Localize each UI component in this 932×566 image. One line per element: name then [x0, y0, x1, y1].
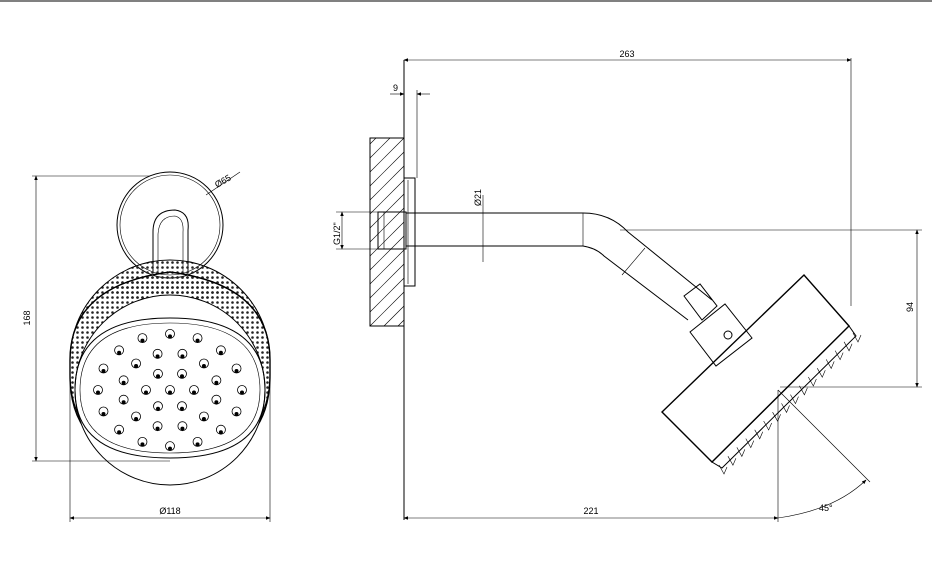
- hatch-line: [369, 277, 405, 313]
- nozzle-tooth: [754, 429, 764, 440]
- nozzle-tooth: [825, 359, 835, 370]
- hatch-line: [369, 193, 405, 229]
- nozzle-tip: [168, 334, 172, 339]
- dim-head-diameter: Ø118: [159, 506, 180, 516]
- hatch-line: [369, 249, 405, 285]
- nozzle-tooth: [799, 385, 808, 396]
- hatch-line: [369, 263, 405, 299]
- wall-section: [369, 137, 405, 327]
- nozzle-tip: [168, 390, 172, 395]
- nozzle-tip: [101, 411, 106, 416]
- nozzle-tooth: [727, 456, 737, 466]
- nozzle-tip: [180, 354, 185, 359]
- hatch-line: [369, 165, 405, 201]
- dim-drop: 94: [905, 302, 915, 312]
- nozzle-tip: [156, 406, 160, 411]
- wall-hatching: [369, 137, 405, 327]
- nozzle-tip: [195, 338, 200, 343]
- flange-side: [403, 177, 416, 287]
- nozzle-tip: [121, 400, 126, 405]
- hatch-line: [369, 207, 405, 243]
- nozzle-tip: [240, 390, 244, 395]
- side-view: 263 9 Ø21 G1/2" 94 221 45°: [332, 49, 922, 522]
- nozzle-tooth: [736, 447, 746, 458]
- nozzle-tip: [140, 338, 145, 343]
- hatch-line: [369, 235, 405, 271]
- nozzle-tooth: [763, 420, 772, 431]
- nozzle-tip: [218, 350, 223, 355]
- dim-overall-length: 263: [619, 49, 634, 59]
- nozzle-tip: [168, 446, 172, 451]
- nozzle-tooth: [790, 394, 799, 405]
- nozzle-tip: [155, 426, 160, 431]
- hatch-line: [369, 179, 405, 215]
- nozzle-tip: [201, 364, 206, 369]
- nozzle-tip: [140, 442, 145, 447]
- nozzle-tip: [214, 400, 219, 405]
- nozzle-tooth: [772, 412, 781, 422]
- hatch-line: [397, 319, 405, 327]
- nozzle-tip: [195, 442, 200, 447]
- hatch-line: [369, 137, 405, 173]
- nozzle-tip: [218, 430, 223, 435]
- nozzle-tooth: [808, 376, 817, 387]
- nozzle-tooth: [718, 464, 728, 475]
- nozzle-tooth: [781, 403, 790, 414]
- nozzles: [93, 328, 247, 452]
- dim-angle: 45°: [819, 503, 833, 513]
- front-view: 168 Ø118 Ø65: [22, 171, 271, 522]
- nozzle-tooth: [817, 368, 826, 378]
- nozzle-tip: [155, 354, 160, 359]
- nozzle-tip: [121, 380, 126, 385]
- nozzle-tip: [180, 426, 185, 431]
- dim-thread: G1/2": [332, 222, 342, 245]
- head-side: [661, 273, 850, 463]
- nozzle-tip: [156, 374, 160, 379]
- nozzle-tooth: [852, 332, 862, 343]
- hatch-line: [369, 291, 405, 327]
- nozzle-tip: [201, 416, 206, 421]
- arm-front: [152, 209, 189, 272]
- hatch-line: [369, 137, 377, 145]
- nozzle-tip: [180, 406, 184, 411]
- arm-nut: [683, 283, 718, 321]
- hatch-line: [369, 137, 391, 159]
- nozzle-tip: [96, 390, 100, 395]
- nozzle-tip: [117, 430, 122, 435]
- head-nozzle-teeth: [718, 332, 862, 475]
- nozzle-tip: [101, 369, 106, 374]
- nozzle-tooth: [843, 341, 853, 352]
- nozzle-tip: [234, 369, 239, 374]
- shower-arm: [406, 212, 713, 301]
- dim-flange-diameter: Ø65: [213, 173, 233, 190]
- dim-plate-thickness: 9: [393, 83, 398, 93]
- nozzle-tip: [234, 411, 239, 416]
- dim-horizontal-reach: 221: [583, 506, 598, 516]
- dim-height: 168: [22, 310, 32, 325]
- nozzle-tip: [180, 374, 184, 379]
- hatch-line: [369, 151, 405, 187]
- nozzle-tip: [214, 380, 219, 385]
- hatch-line: [383, 305, 405, 327]
- nozzle-tip: [117, 350, 122, 355]
- nozzle-tip: [192, 390, 196, 395]
- nozzle-tip: [134, 364, 139, 369]
- hatch-line: [369, 221, 405, 257]
- nozzle-tooth: [745, 438, 755, 449]
- dim-arm-diameter: Ø21: [473, 189, 483, 206]
- thread-fitting: [377, 211, 407, 250]
- nozzle-tip: [134, 416, 139, 421]
- nozzle-tip: [144, 390, 148, 395]
- nozzle-tooth: [834, 350, 844, 361]
